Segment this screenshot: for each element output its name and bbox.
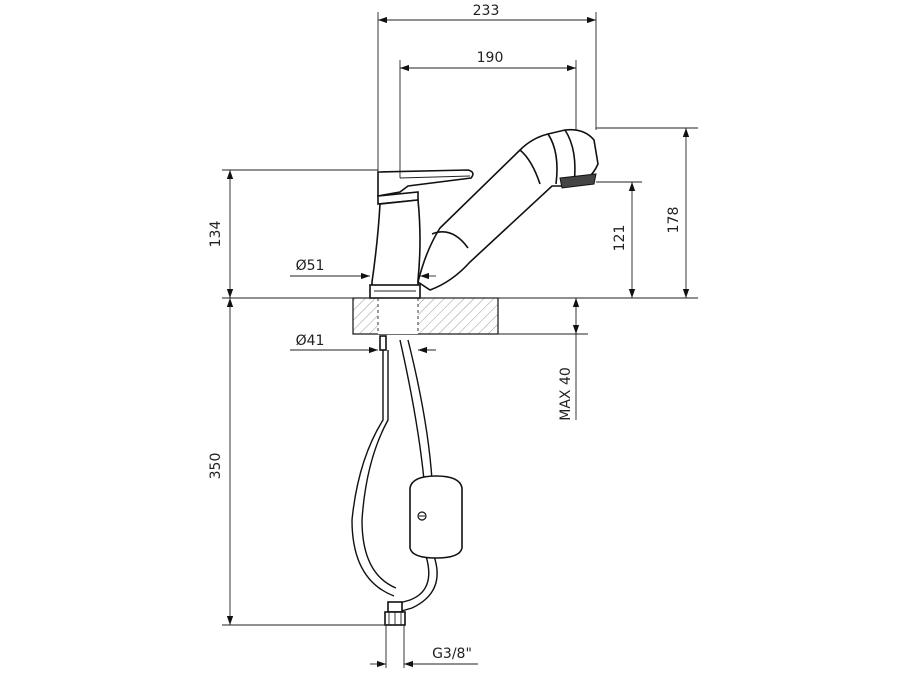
- pullout-spout: [417, 128, 599, 291]
- countertop: [352, 297, 499, 335]
- label-134: 134: [208, 221, 224, 248]
- faucet-body: [369, 169, 474, 299]
- label-d41: Ø41: [296, 333, 325, 349]
- label-121: 121: [612, 225, 628, 252]
- extension-lines: [222, 12, 698, 668]
- label-350: 350: [208, 453, 224, 480]
- label-233: 233: [473, 3, 500, 19]
- label-max40: MAX 40: [558, 367, 574, 421]
- hoses: [351, 335, 463, 626]
- label-178: 178: [666, 207, 682, 234]
- label-d51: Ø51: [296, 258, 325, 274]
- dimension-lines: [226, 16, 690, 668]
- label-190: 190: [477, 50, 504, 66]
- dimension-labels: 233 190 134 350 178 121 MAX 40 Ø51 Ø41 G…: [208, 3, 682, 662]
- label-g38: G3/8": [432, 646, 472, 662]
